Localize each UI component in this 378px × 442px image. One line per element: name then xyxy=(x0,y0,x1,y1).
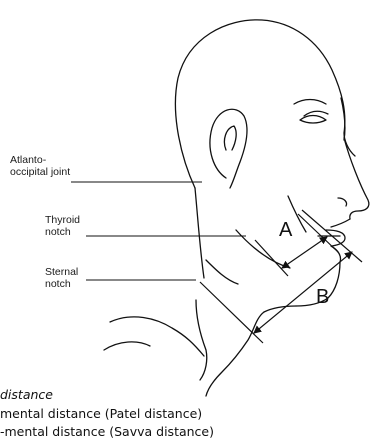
caption-line-b: -mental distance (Savva distance) xyxy=(0,424,214,440)
eyebrow xyxy=(294,100,326,105)
distance-a-extension-upper xyxy=(298,214,338,252)
distance-b-extension-lower xyxy=(200,282,263,343)
distance-a-label: A xyxy=(279,220,292,240)
sternal-notch-label: Sternal notch xyxy=(45,266,78,290)
ear-inner xyxy=(224,126,236,150)
thyroid-notch-label: Thyroid notch xyxy=(45,214,80,238)
distance-b-arrow xyxy=(254,252,352,333)
neck-crease xyxy=(206,260,238,284)
nose-outline xyxy=(344,138,369,219)
nostril xyxy=(338,198,347,206)
atlanto-occipital-joint-label: Atlanto- occipital joint xyxy=(10,154,70,178)
front-neck-outline xyxy=(206,312,264,396)
distance-b-label: B xyxy=(316,287,329,307)
clavicle-line xyxy=(110,317,204,356)
caption-line-a: mental distance (Patel distance) xyxy=(0,406,202,422)
distance-a-extension-lower xyxy=(255,240,288,276)
shoulder-line xyxy=(104,342,150,350)
sternum-curve xyxy=(196,300,207,380)
distance-a-arrow xyxy=(282,237,327,268)
forehead-profile xyxy=(341,98,345,140)
skull-outline xyxy=(175,20,355,188)
back-neck-outline xyxy=(195,188,204,278)
ear-outline xyxy=(210,109,247,188)
distance-b-extension-upper xyxy=(302,210,362,262)
caption-title: distance xyxy=(0,387,53,403)
